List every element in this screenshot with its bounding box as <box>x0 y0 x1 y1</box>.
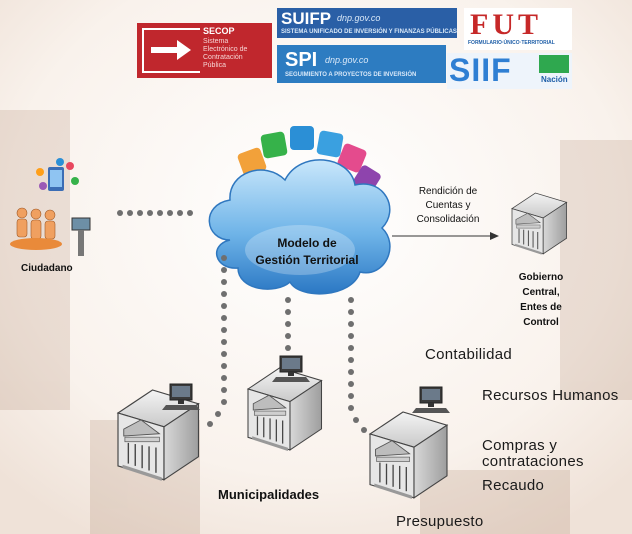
fut-subtitle: FORMULARIO·ÚNICO·TERRITORIAL <box>468 40 555 46</box>
suifp-title: SUIFP <box>281 9 332 28</box>
suifp-subtitle: SISTEMA UNIFICADO DE INVERSIÓN Y FINANZA… <box>281 29 457 35</box>
module-contabilidad: Contabilidad <box>425 346 512 363</box>
module-recaudo: Recaudo <box>482 477 545 494</box>
gobierno-label: Gobierno Central, Entes de Control <box>518 272 564 328</box>
secop-logo: SECOP Sistema Electrónico de Contratació… <box>137 23 272 78</box>
spi-domain: dnp.gov.co <box>325 55 369 65</box>
siif-subtitle: Nación <box>541 75 568 84</box>
cloud-label: Modelo de Gestión Territorial <box>255 236 359 267</box>
siif-graph-icon <box>539 55 569 73</box>
suifp-domain: dnp.gov.co <box>337 13 381 23</box>
module-compras: Compras y contrataciones <box>482 437 584 470</box>
rendicion-label: Rendición de Cuentas y Consolidación <box>416 186 480 225</box>
siif-title: SIIF <box>449 52 512 88</box>
cloud <box>208 159 391 295</box>
fut-logo: FUT FORMULARIO·ÚNICO·TERRITORIAL <box>464 8 572 50</box>
municipalidades-label: Municipalidades <box>218 487 320 502</box>
secop-subtitle: Sistema Electrónico de Contratación Públ… <box>203 38 248 69</box>
suifp-logo: SUIFP dnp.gov.co SISTEMA UNIFICADO DE IN… <box>277 8 457 38</box>
siif-logo: SIIF Nación <box>447 52 572 89</box>
module-recursos-humanos: Recursos Humanos <box>482 387 619 404</box>
secop-title: SECOP <box>203 26 235 36</box>
module-presupuesto: Presupuesto <box>396 513 484 530</box>
citizen-icons <box>10 158 91 256</box>
spi-logo: SPI dnp.gov.co SEGUIMIENTO A PROYECTOS D… <box>277 45 446 83</box>
connector-dots <box>117 210 367 433</box>
fut-title: FUT <box>470 8 542 41</box>
spi-subtitle: SEGUIMIENTO A PROYECTOS DE INVERSIÓN <box>285 72 417 78</box>
citizen-label: Ciudadano <box>21 263 73 274</box>
arrow-to-gobierno <box>392 232 499 240</box>
spi-title: SPI <box>285 49 318 71</box>
